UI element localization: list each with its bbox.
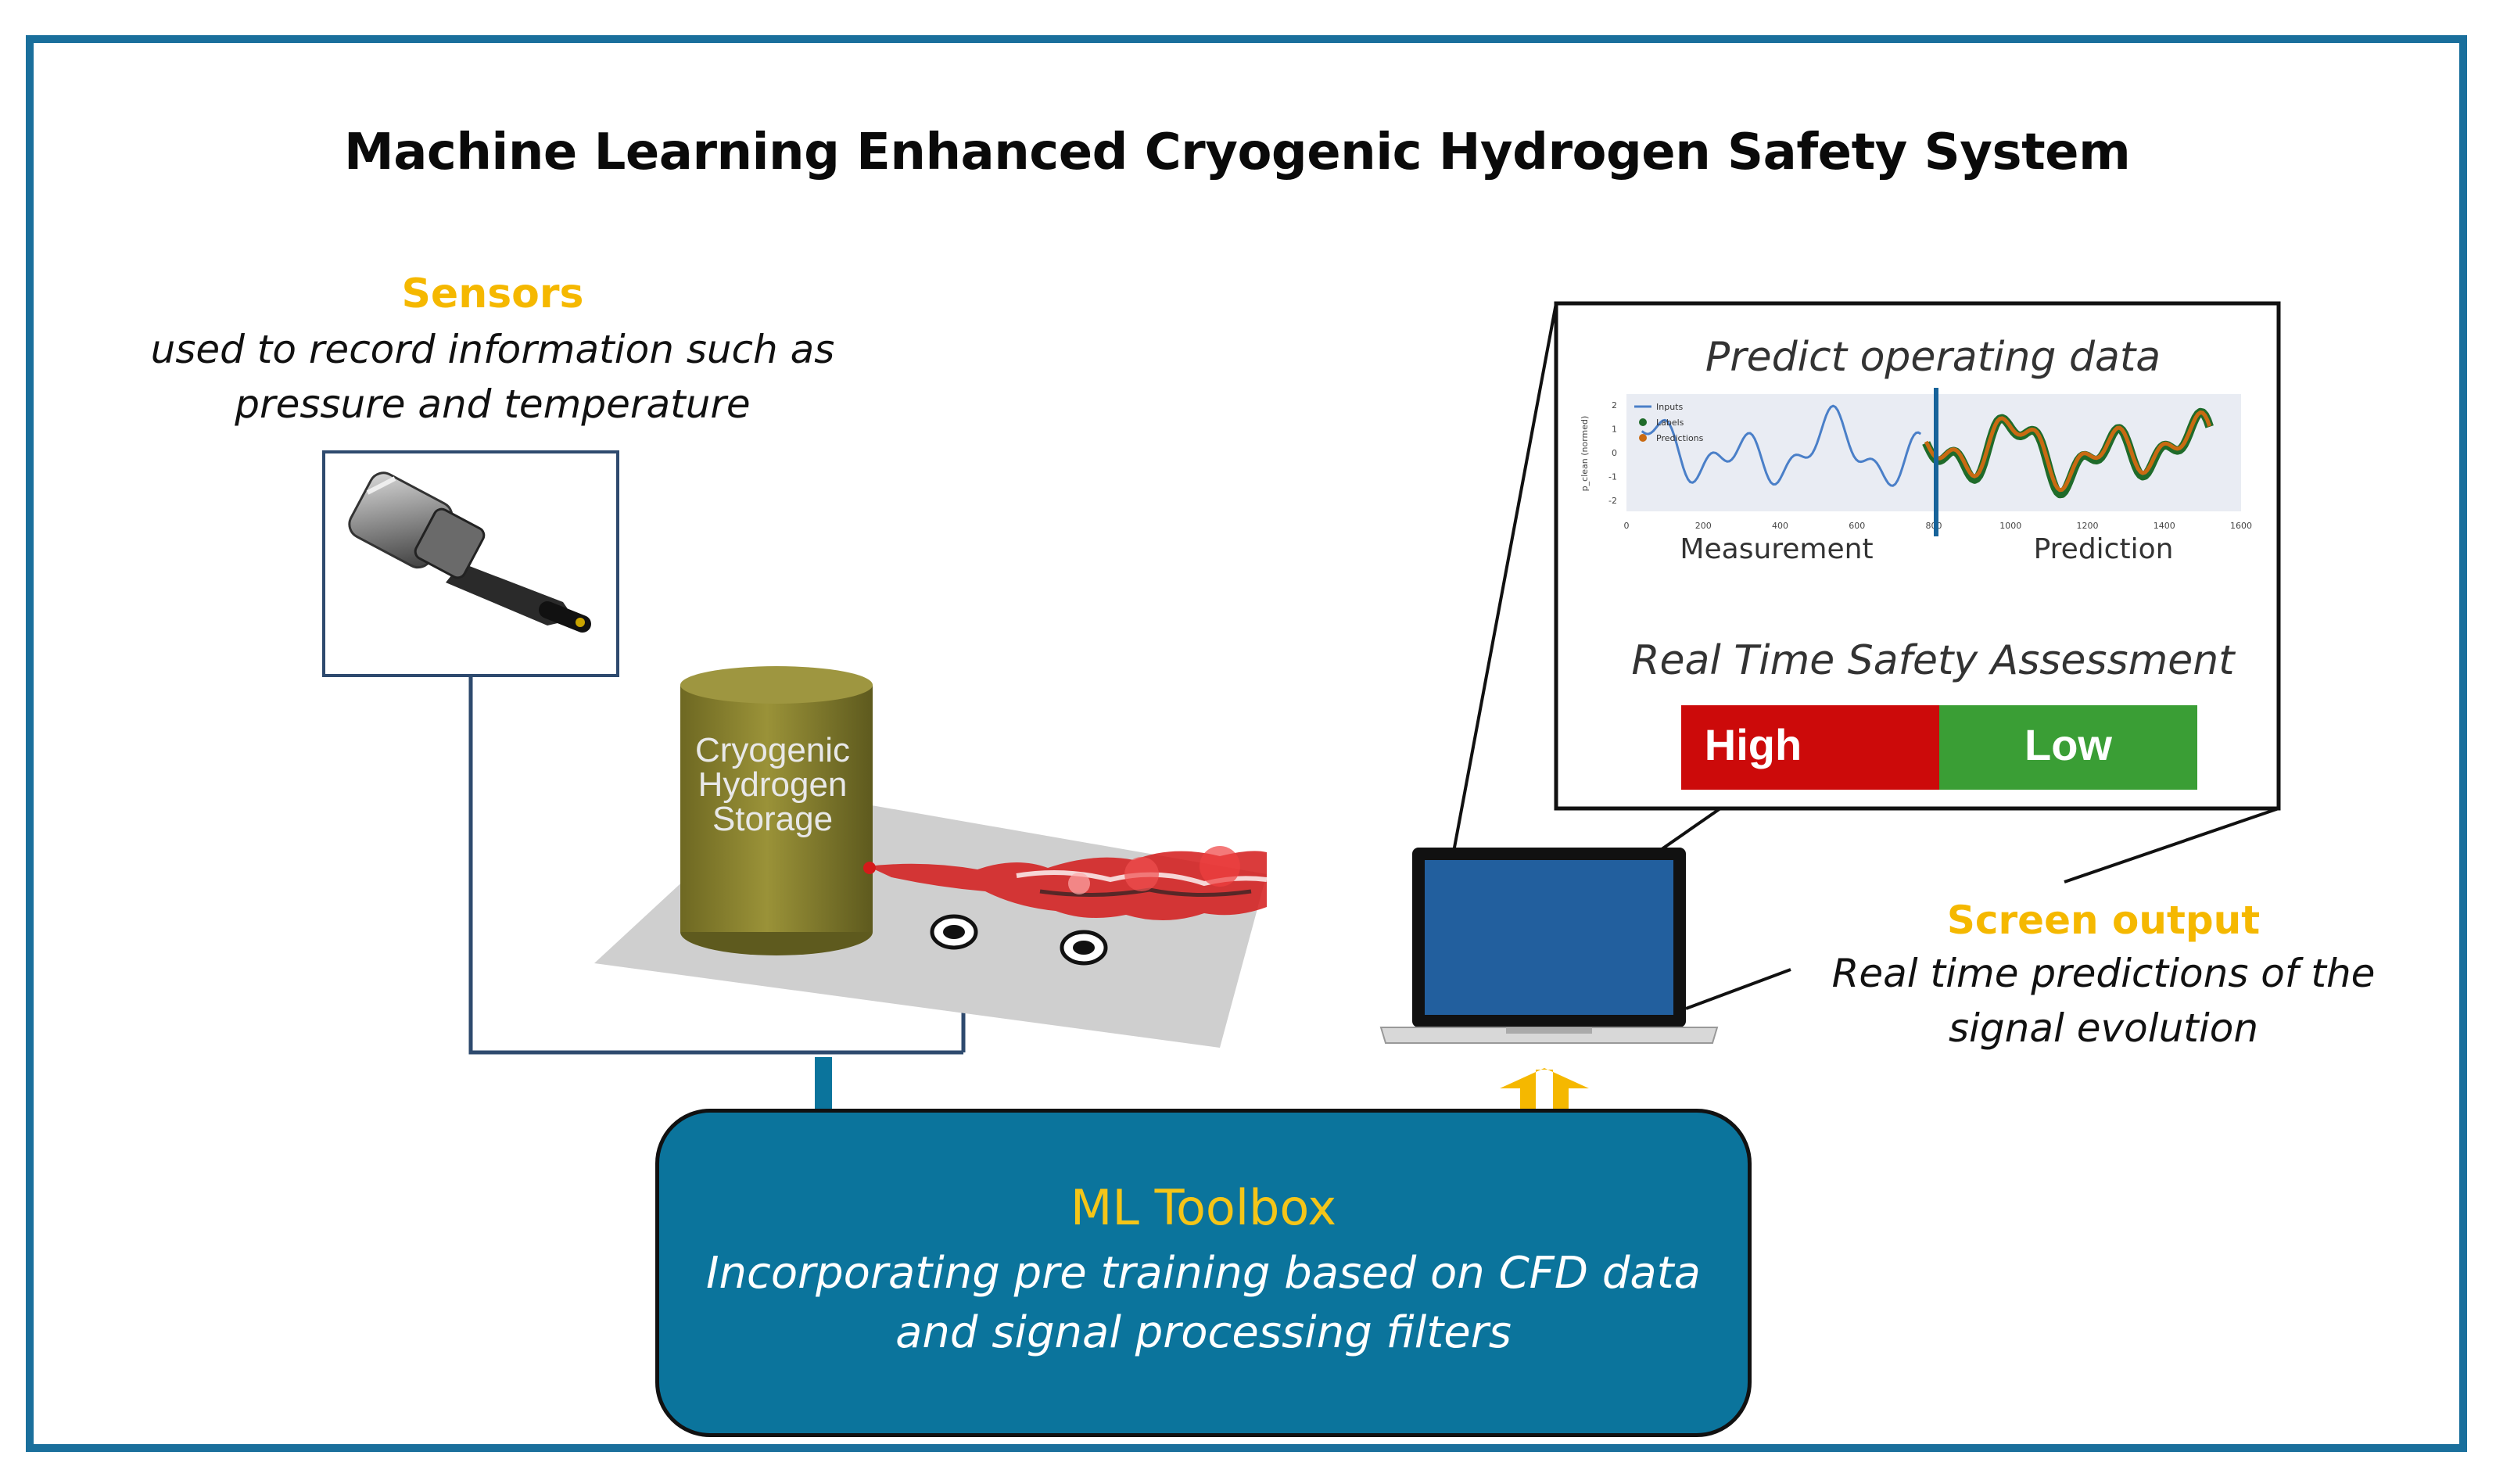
legend-inputs: Inputs	[1656, 402, 1683, 412]
storage-label-line1: Cryogenic	[695, 731, 850, 769]
pressure-sensor-icon	[348, 471, 591, 633]
zoom-line-right	[2064, 807, 2279, 884]
ml-toolbox-desc-line1: Incorporating pre training based on CFD …	[706, 1248, 1701, 1299]
x-tick-label: 1000	[1999, 521, 2021, 531]
screen-output-desc-line2: signal evolution	[1948, 1005, 2259, 1051]
chart-series	[1641, 404, 2214, 499]
laptop-callout-line	[1685, 968, 1791, 1010]
measurement-label: Measurement	[1680, 533, 1873, 565]
up-arrow-icon	[1500, 1068, 1589, 1109]
ml-toolbox-box	[655, 1109, 1752, 1437]
x-tick-label: 1200	[2077, 521, 2099, 531]
risk-high-box	[1681, 705, 1939, 790]
ml-toolbox-desc-line2: and signal processing filters	[895, 1307, 1512, 1358]
y-tick-label: 2	[1612, 400, 1617, 410]
floor-sensor-2	[1060, 930, 1108, 966]
x-tick-label: 400	[1772, 521, 1788, 531]
risk-low-box	[1939, 705, 2197, 790]
screen-output-title: Screen output	[1946, 898, 2261, 943]
toolbox-connector	[815, 1057, 832, 1112]
x-tick-label: 1600	[2230, 521, 2252, 531]
chart-y-axis-label: p_clean (normed)	[1580, 416, 1590, 492]
risk-high-label: High	[1705, 720, 1802, 769]
legend-predictions: Predictions	[1656, 433, 1704, 443]
y-tick-label: 0	[1612, 448, 1617, 458]
plot-title: Predict operating data	[1705, 334, 2161, 381]
hydrogen-storage-tank	[680, 666, 873, 955]
x-tick-label: 1400	[2154, 521, 2175, 531]
ml-toolbox-title: ML Toolbox	[1070, 1179, 1337, 1236]
chart-y-ticks: 2 1 0 -1 -2	[1608, 400, 1617, 506]
floor-sensor-1	[930, 914, 978, 950]
sensors-desc-line2: pressure and temperature	[235, 382, 751, 427]
storage-label-line2: Hydrogen	[698, 765, 848, 804]
chart-legend: Inputs Labels Predictions	[1634, 402, 1704, 443]
x-tick-label: 600	[1849, 521, 1865, 531]
screen-output-desc-line1: Real time predictions of the	[1831, 951, 2376, 996]
outer-frame	[26, 35, 2467, 1452]
sensors-title: Sensors	[401, 271, 584, 317]
prediction-label: Prediction	[2034, 533, 2174, 565]
sensor-wire	[468, 676, 963, 1055]
y-tick-label: 1	[1612, 425, 1617, 435]
inputs-series-line	[1641, 404, 1922, 487]
predictions-series-line	[1924, 410, 2212, 493]
hydrogen-leak-plume	[863, 846, 1268, 921]
x-tick-label: 200	[1695, 521, 1712, 531]
legend-labels: Labels	[1656, 418, 1684, 428]
assessment-title: Real Time Safety Assessment	[1631, 637, 2236, 684]
svg-text:p_clean (normed): p_clean (normed)	[1580, 416, 1590, 492]
y-tick-label: -2	[1608, 496, 1617, 506]
sensors-desc-line1: used to record information such as	[150, 327, 835, 372]
y-tick-label: -1	[1608, 472, 1617, 482]
diagram-title: Machine Learning Enhanced Cryogenic Hydr…	[344, 124, 2131, 181]
x-tick-label: 0	[1624, 521, 1630, 531]
risk-low-label: Low	[2024, 720, 2112, 769]
storage-label-line3: Storage	[712, 800, 833, 838]
laptop-icon	[1379, 848, 1719, 1044]
